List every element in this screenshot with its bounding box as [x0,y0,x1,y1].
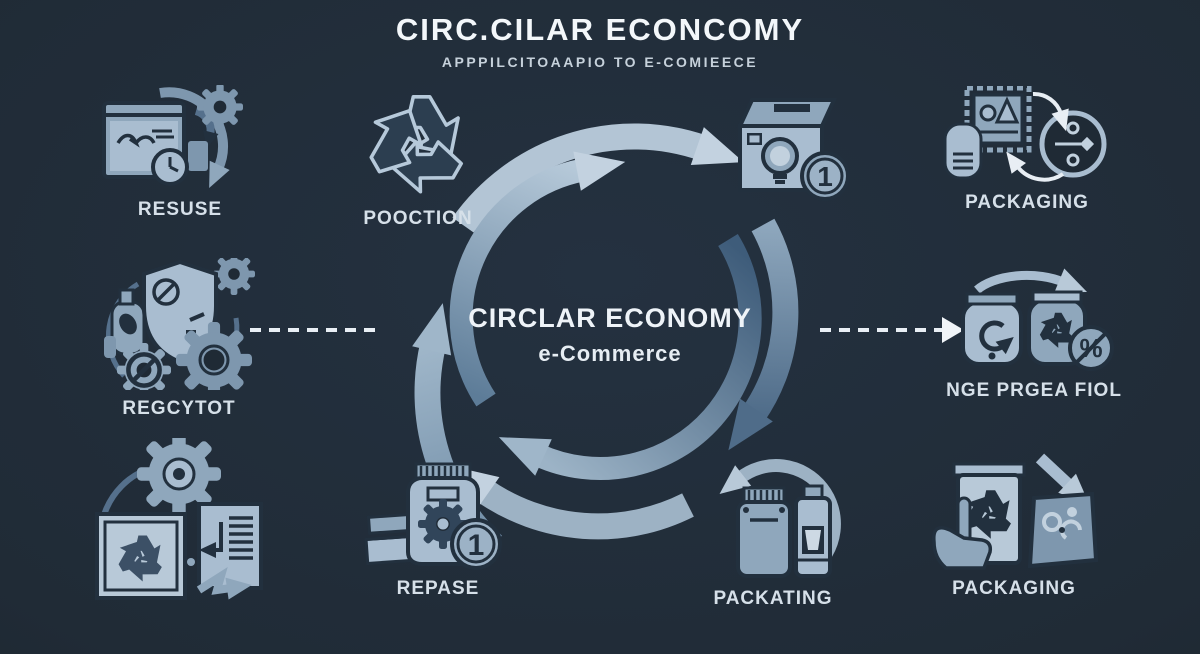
cycle-arc-top [452,123,744,233]
node-label: REPASE [396,578,480,599]
canister-gear-coin-icon: 1 [364,462,502,570]
cycle-arc-bottom [447,465,694,540]
cycle-heading: CIRCLAR ECONOMY [468,303,752,333]
bottles-loop-arrow-icon [719,459,841,578]
chip-hand-routing-icon [943,86,1107,182]
shield-gears-bottle-icon [104,258,255,390]
cycle-center-text: CIRCLAR ECONOMY e-Commerce [436,303,784,367]
header: CIRC.CILAR ECONCOMY APPPILCITOAAPIO TO E… [0,12,1200,70]
coin-one-glyph: 1 [817,161,833,192]
cycle-subheading: e-Commerce [538,341,682,366]
node-production: POOCTION [333,88,503,230]
node-regcytot: REGCYTOT [95,258,263,420]
node-label: PACKATING [713,588,833,609]
node-reuse: RESUSE [90,85,270,221]
node-label: POOCTION [363,208,473,229]
node-repase: 1 REPASE [362,448,514,600]
node-label: REGCYTOT [122,398,236,419]
node-label: PACKAGING [952,578,1076,599]
node-label: PACKAGING [965,192,1089,213]
node-packaging-top: PACKAGING [938,86,1116,214]
node-packaging-bottom: PACKAGING [928,446,1100,600]
node-nge: % NGE PRGEA FIOL [946,268,1122,402]
page-subtitle: APPPILCITOAAPIO TO E-COMIEECE [441,54,759,70]
bins-recycle-percent-icon: % [961,268,1114,371]
coin-one-glyph: 1 [468,529,485,562]
node-sorting [85,438,271,610]
dashed-connector-right [820,328,942,332]
browser-refresh-gear-clock-icon [102,85,243,189]
hand-jar-waste-bag-icon [932,453,1098,570]
node-product-box: 1 [718,88,858,204]
gear-recycle-box-document-icon [95,438,263,600]
percent-glyph: % [1079,333,1102,363]
cycle-arc-inner-upper [449,151,626,407]
package-lightbulb-coin-icon: 1 [736,98,850,201]
node-label: RESUSE [137,199,223,220]
dashed-connector-arrowhead-icon [942,317,964,343]
cycle-arc-right [728,218,799,451]
node-label: NGE PRGEA FIOL [946,380,1122,401]
page-title: CIRC.CILAR ECONCOMY [395,12,805,47]
node-packating: PACKATING [692,452,854,610]
cycle-arc-inner-lower [498,233,762,480]
dashed-connector-left [250,328,378,332]
recycle-arrows-icon [355,95,467,200]
